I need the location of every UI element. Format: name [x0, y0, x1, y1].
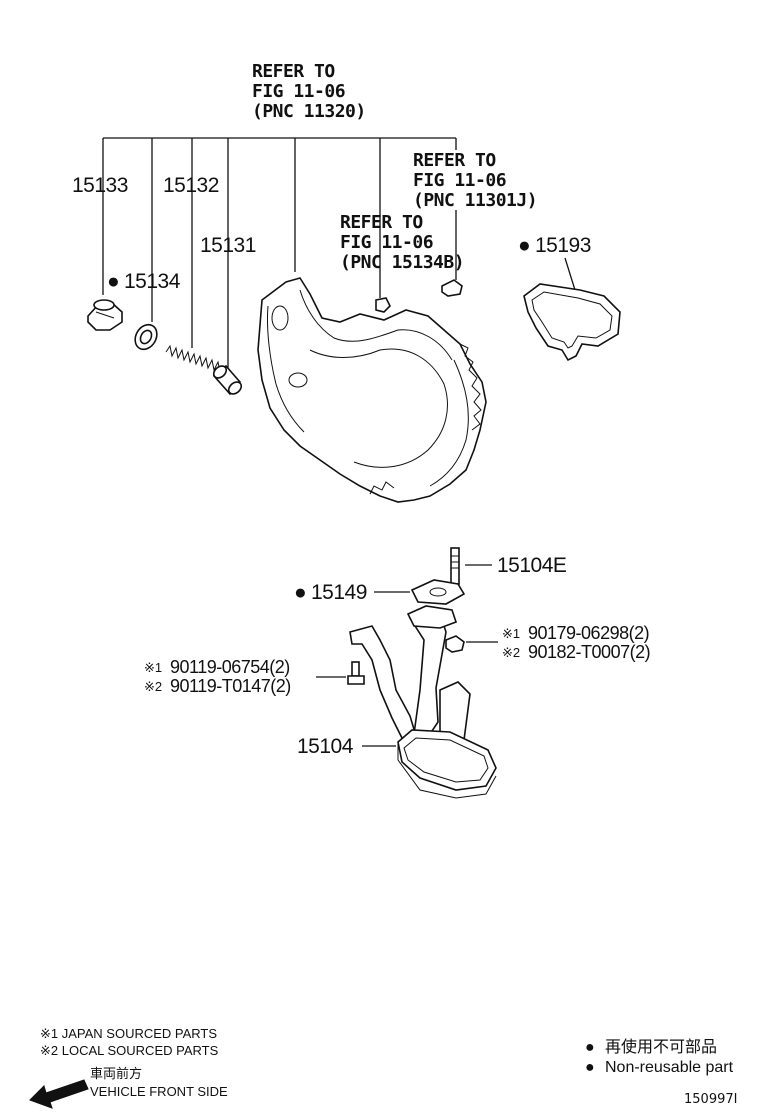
plug-11301j-drawing	[441, 279, 463, 297]
part-label-90119-06754: 90119-06754(2)	[170, 657, 290, 677]
japan-ref-mark: ※1	[144, 660, 162, 675]
vehicle-front-jp: 車両前方	[90, 1066, 142, 1081]
part-label-15104: 15104	[297, 735, 354, 758]
refer-11301j-line1: REFER TO	[413, 150, 496, 171]
non-reusable-bullet-icon: ●	[107, 270, 119, 293]
part-label-15193: 15193	[535, 234, 591, 257]
bracket-lines	[102, 137, 457, 370]
sourcing-notes: ※1 JAPAN SOURCED PARTS ※2 LOCAL SOURCED …	[40, 1026, 219, 1058]
local-sourced-note: ※2 LOCAL SOURCED PARTS	[40, 1043, 219, 1058]
part-label-90179-06298: 90179-06298(2)	[528, 623, 649, 643]
refer-15134b-line1: REFER TO	[340, 212, 423, 233]
part-label-15131: 15131	[200, 234, 256, 257]
oil-strainer-15104-drawing	[349, 605, 497, 799]
refer-11320-line3: (PNC 11320)	[252, 101, 366, 122]
vehicle-front-indicator: 車両前方 VEHICLE FRONT SIDE	[29, 1066, 228, 1109]
refer-11320-line1: REFER TO	[252, 61, 335, 82]
refer-15134b-line2: FIG 11-06	[340, 232, 433, 253]
nut-90179-drawing	[445, 635, 498, 653]
refer-15134b-line3: (PNC 15134B)	[340, 252, 464, 273]
bolt-90119-drawing	[316, 661, 365, 685]
vehicle-front-en: VEHICLE FRONT SIDE	[90, 1084, 228, 1099]
refer-11301j-line2: FIG 11-06	[413, 170, 506, 191]
non-reusable-bullet-icon: ●	[294, 581, 306, 604]
refer-11320-callout: REFER TO FIG 11-06 (PNC 11320)	[252, 61, 366, 122]
bolt-right-callout: ※1 90179-06298(2) ※2 90182-T0007(2)	[502, 623, 651, 662]
front-arrow-icon	[29, 1079, 89, 1109]
legend-non-reusable-jp: 再使用不可部品	[605, 1038, 717, 1056]
part-label-15132: 15132	[163, 174, 219, 197]
part-label-15104e: 15104E	[497, 554, 567, 577]
part-label-90182-t0007: 90182-T0007(2)	[528, 642, 650, 662]
strainer-gasket-15149-drawing	[374, 579, 466, 605]
stud-15104e-drawing	[450, 547, 492, 585]
part-label-15149: 15149	[311, 581, 367, 604]
valve-15131-drawing	[212, 364, 243, 396]
part-label-15133: 15133	[72, 174, 128, 197]
non-reusable-bullet-icon: ●	[585, 1059, 595, 1076]
spring-15132-drawing	[165, 344, 221, 373]
figure-id: 150997I	[684, 1092, 737, 1107]
japan-ref-mark: ※1	[502, 626, 520, 641]
part-label-90119-t0147: 90119-T0147(2)	[170, 676, 291, 696]
local-ref-mark: ※2	[144, 679, 162, 694]
gasket-15193-drawing	[523, 257, 621, 362]
part-label-15134-group: ● 15134	[107, 270, 181, 293]
plug-15133-drawing	[87, 299, 123, 331]
non-reusable-bullet-icon: ●	[585, 1039, 595, 1056]
bolt-left-callout: ※1 90119-06754(2) ※2 90119-T0147(2)	[144, 657, 291, 696]
japan-sourced-note: ※1 JAPAN SOURCED PARTS	[40, 1026, 217, 1041]
part-label-15193-group: ● 15193	[518, 234, 591, 257]
part-label-15149-group: ● 15149	[294, 581, 367, 604]
non-reusable-bullet-icon: ●	[518, 234, 530, 257]
refer-11301j-line3: (PNC 11301J)	[413, 190, 537, 211]
small-plug-15134b-drawing	[375, 297, 391, 313]
washer-15134-drawing	[134, 323, 158, 351]
legend-non-reusable-en: Non-reusable part	[605, 1059, 734, 1076]
local-ref-mark: ※2	[502, 645, 520, 660]
legend: ● 再使用不可部品 ● Non-reusable part	[585, 1038, 734, 1076]
transmission-case-drawing	[257, 277, 487, 503]
refer-15134b-callout: REFER TO FIG 11-06 (PNC 15134B)	[340, 212, 465, 273]
refer-11301j-callout: REFER TO FIG 11-06 (PNC 11301J)	[413, 150, 538, 280]
part-label-15134: 15134	[124, 270, 181, 293]
refer-11320-line2: FIG 11-06	[252, 81, 345, 102]
